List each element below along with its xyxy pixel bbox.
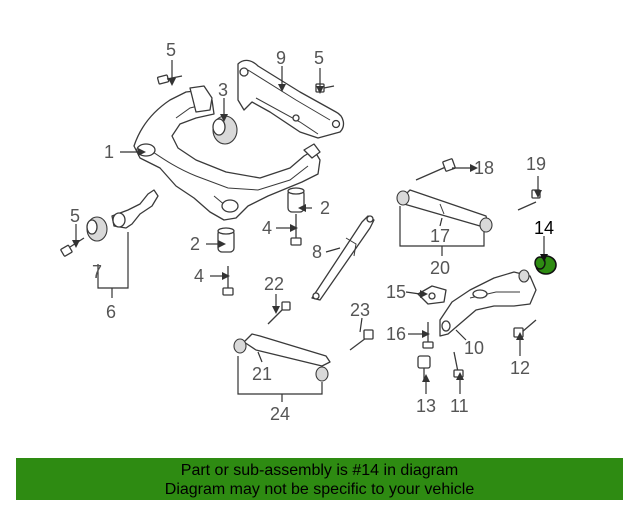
parts-diagram: 5 9 5 3 1 5 2 4 2 8 7 4 6 18 19 14 17 20… (60, 40, 557, 424)
part-7-bushing (86, 216, 108, 242)
part-3-bushing (212, 115, 238, 145)
part-6-bracket (111, 189, 159, 229)
callout-18: 18 (474, 158, 494, 178)
part-9-bracket (237, 59, 345, 139)
part-18-bolt (415, 158, 456, 181)
part-22-bolt (267, 301, 291, 325)
part-17-arm (396, 189, 493, 233)
part-1-crossmember (133, 85, 321, 221)
part-10-arm (439, 269, 537, 337)
part-8-link (311, 215, 375, 301)
callout-10: 10 (464, 338, 484, 358)
callout-6: 6 (106, 302, 116, 322)
part-13-stud (417, 355, 431, 380)
banner-line-2: Diagram may not be specific to your vehi… (164, 481, 475, 498)
callout-19: 19 (526, 154, 546, 174)
callout-20: 20 (430, 258, 450, 278)
part-12-bolt (513, 319, 537, 338)
callout-11: 11 (450, 396, 469, 416)
callout-23: 23 (350, 300, 370, 320)
callout-24: 24 (270, 404, 290, 424)
part-23-bolt (349, 329, 374, 351)
callout-13: 13 (416, 396, 436, 416)
highlight-banner: Part or sub-assembly is #14 in diagram D… (16, 458, 623, 500)
callout-12: 12 (510, 358, 530, 378)
part-15-plate (417, 285, 447, 305)
callout-numbers: 5 9 5 3 1 5 2 4 2 8 7 4 6 18 19 14 17 20… (70, 40, 554, 424)
part-2-mount-b (217, 227, 235, 253)
part-2-mount-a (287, 187, 305, 213)
callout-4: 4 (194, 266, 204, 286)
callout-14: 14 (534, 218, 554, 238)
callout-1: 1 (104, 142, 114, 162)
callout-8: 8 (312, 242, 322, 262)
leader-lines (75, 60, 545, 402)
callout-3: 3 (218, 80, 228, 100)
callout-7: 7 (92, 262, 102, 282)
callout-15: 15 (386, 282, 406, 302)
part-11-bolt (453, 351, 464, 378)
callout-16: 16 (386, 324, 406, 344)
arrow-heads (72, 78, 548, 382)
callout-2: 2 (320, 198, 330, 218)
part-21-link (233, 333, 331, 382)
callout-5: 5 (314, 48, 324, 68)
callout-9: 9 (276, 48, 286, 68)
callout-4: 4 (262, 218, 272, 238)
callout-2: 2 (190, 234, 200, 254)
callout-17: 17 (430, 226, 450, 246)
callout-5: 5 (166, 40, 176, 60)
part-5-bolt-c (60, 237, 85, 257)
callout-5: 5 (70, 206, 80, 226)
callout-22: 22 (264, 274, 284, 294)
banner-line-1: Part or sub-assembly is #14 in diagram (180, 462, 459, 479)
part-4-bolt-b (222, 266, 234, 296)
callout-21: 21 (252, 364, 272, 384)
